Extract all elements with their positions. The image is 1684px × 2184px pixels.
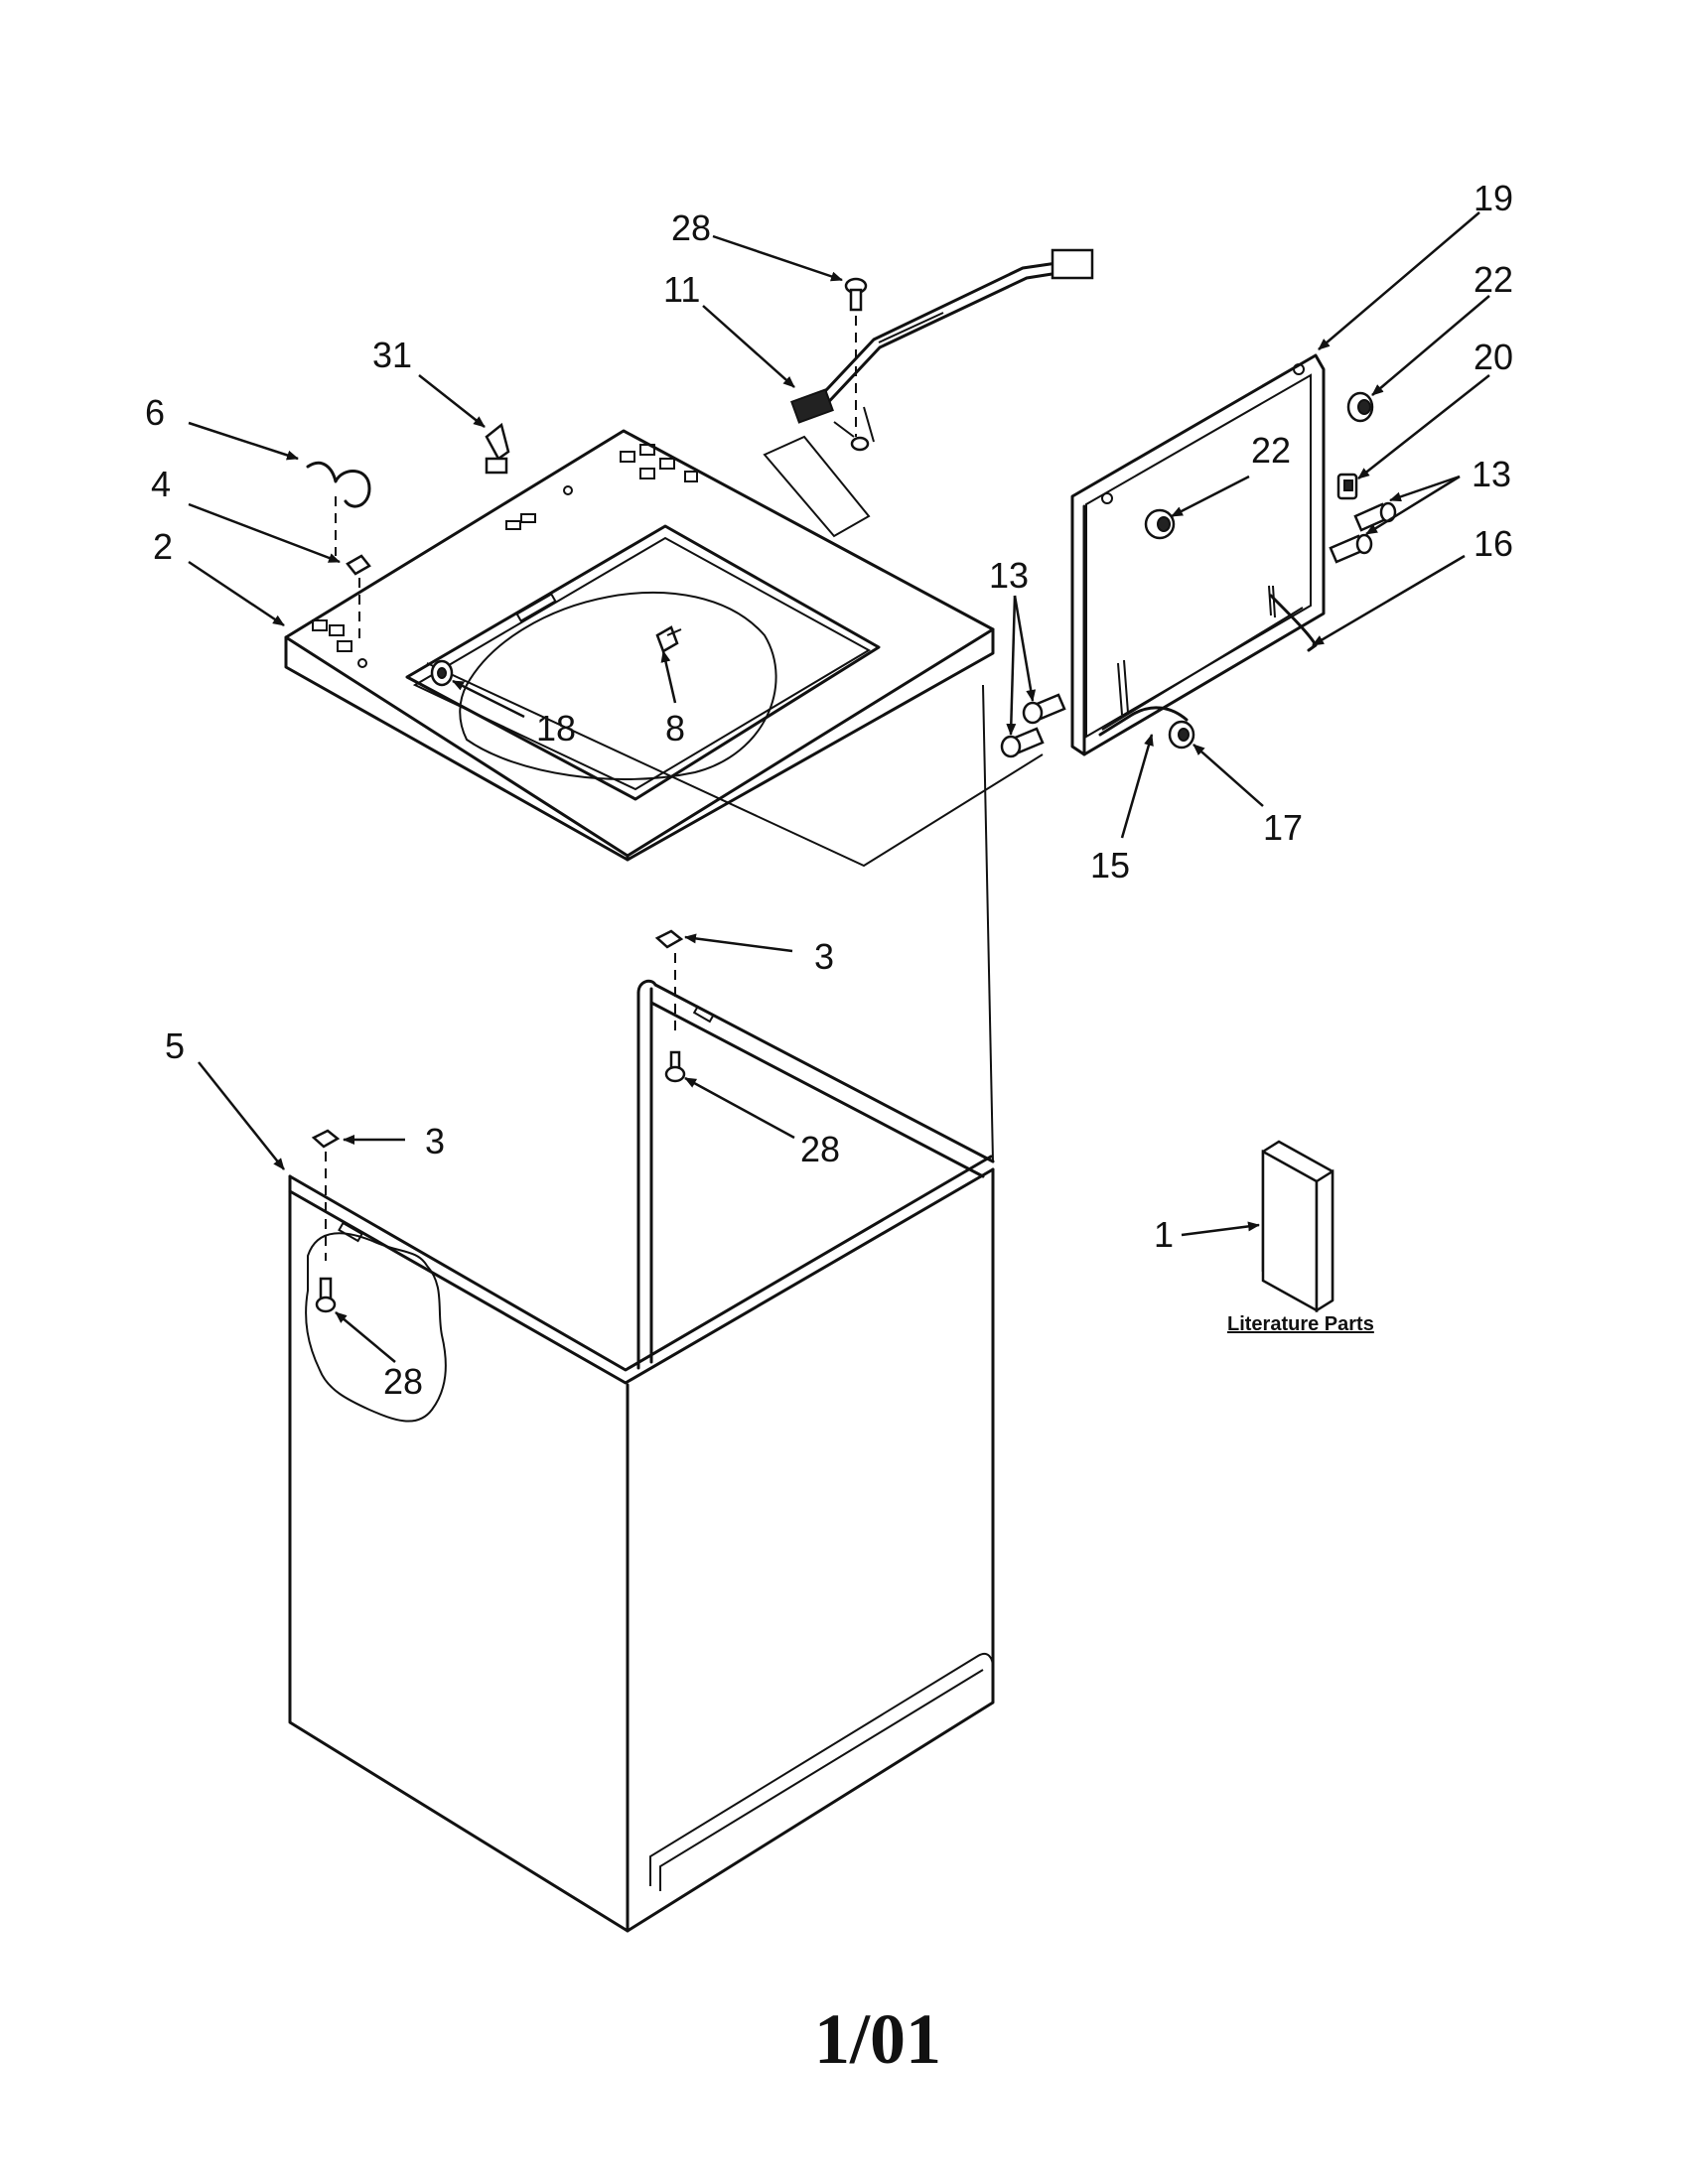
part-20 [1336, 473, 1358, 500]
callout-13-right: 13 [1472, 454, 1511, 494]
clip-31 [485, 422, 510, 475]
screw-28-top [844, 277, 868, 437]
harness-tray [763, 435, 871, 538]
nut-4 [346, 554, 371, 645]
callout-18: 18 [536, 708, 576, 749]
callout-4: 4 [151, 464, 171, 504]
callout-20: 20 [1474, 337, 1513, 377]
callout-13-left: 13 [989, 555, 1029, 596]
callout-28-left: 28 [383, 1361, 423, 1402]
callout-3-right: 3 [814, 936, 834, 977]
knob-22-lower [1144, 508, 1176, 540]
callout-2: 2 [153, 526, 173, 567]
clamp-6 [306, 461, 371, 556]
connector-line [426, 662, 1044, 868]
screw-28-right [664, 1050, 686, 1083]
callout-15: 15 [1090, 845, 1130, 886]
console-frame [1070, 353, 1326, 756]
screws-13-right [1329, 501, 1397, 564]
wire-harness-11 [790, 248, 1094, 452]
callout-22-lower: 22 [1251, 430, 1291, 471]
callout-6: 6 [145, 392, 165, 433]
callout-8: 8 [665, 708, 685, 749]
screws-13-left [1000, 693, 1066, 758]
top-panel [284, 429, 995, 862]
knob-22-upper [1346, 391, 1374, 423]
callout-11: 11 [663, 269, 700, 310]
callout-3-left: 3 [425, 1121, 445, 1161]
callout-16: 16 [1474, 523, 1513, 564]
callout-22-upper: 22 [1474, 259, 1513, 300]
literature-parts-label: Literature Parts [1227, 1313, 1374, 1335]
callout-1: 1 [1154, 1214, 1174, 1255]
callout-28-right: 28 [800, 1129, 840, 1169]
clip-3-right [654, 929, 684, 1032]
callout-5: 5 [165, 1025, 185, 1066]
callout-31: 31 [372, 335, 412, 375]
cap-17 [1168, 720, 1195, 750]
callout-17: 17 [1263, 807, 1303, 848]
leader-lines [188, 211, 1490, 1363]
cabinet [288, 684, 995, 1933]
callout-28-top: 28 [671, 207, 711, 248]
page-code: 1/01 [814, 1999, 941, 2079]
literature-booklet [1261, 1140, 1334, 1313]
clip-3-left [311, 1129, 341, 1261]
part-18 [430, 659, 454, 687]
screw-28-left [315, 1277, 337, 1313]
callout-labels: 28 11 31 6 4 2 18 8 19 22 20 22 13 16 13… [145, 178, 1513, 1402]
screw-8 [655, 625, 682, 653]
callout-19: 19 [1474, 178, 1513, 218]
